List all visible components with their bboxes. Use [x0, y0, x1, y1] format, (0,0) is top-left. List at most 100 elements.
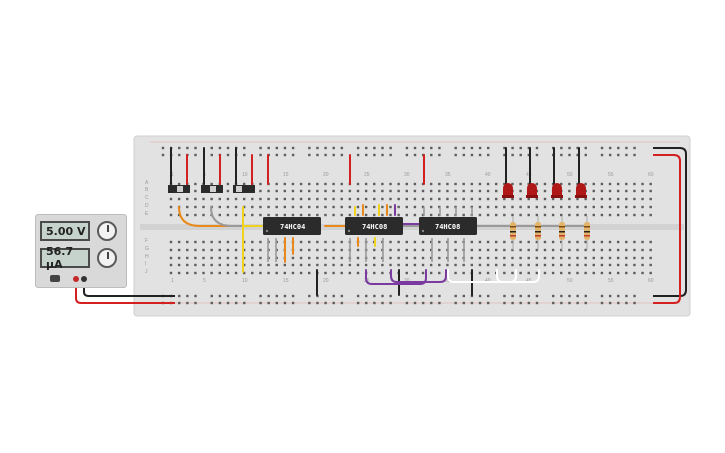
breadboard-hole[interactable]	[291, 213, 295, 217]
breadboard-hole[interactable]	[633, 248, 636, 252]
breadboard-hole[interactable]	[551, 205, 555, 209]
breadboard-hole[interactable]	[543, 240, 547, 244]
breadboard-hole[interactable]	[649, 248, 652, 252]
breadboard-hole[interactable]	[438, 248, 441, 252]
breadboard-hole[interactable]	[478, 271, 482, 275]
rail-hole[interactable]	[511, 153, 514, 157]
breadboard-hole[interactable]	[576, 271, 579, 275]
breadboard-hole[interactable]	[543, 213, 547, 217]
breadboard-hole[interactable]	[194, 271, 197, 275]
breadboard-hole[interactable]	[259, 197, 262, 201]
rail-hole[interactable]	[454, 301, 457, 305]
breadboard-hole[interactable]	[356, 182, 360, 186]
rail-hole[interactable]	[527, 301, 531, 305]
breadboard-hole[interactable]	[486, 205, 490, 209]
rail-hole[interactable]	[356, 301, 360, 305]
breadboard-hole[interactable]	[454, 263, 457, 267]
breadboard-hole[interactable]	[503, 197, 506, 201]
breadboard-hole[interactable]	[454, 248, 457, 252]
breadboard-hole[interactable]	[364, 213, 368, 217]
breadboard-hole[interactable]	[299, 256, 303, 260]
breadboard-hole[interactable]	[177, 182, 181, 186]
breadboard-hole[interactable]	[543, 263, 547, 267]
breadboard-hole[interactable]	[324, 240, 327, 244]
rail-hole[interactable]	[584, 153, 587, 157]
rail-hole[interactable]	[511, 301, 514, 305]
breadboard-hole[interactable]	[649, 256, 652, 260]
breadboard-hole[interactable]	[560, 182, 563, 186]
breadboard-hole[interactable]	[641, 205, 644, 209]
breadboard-hole[interactable]	[373, 248, 376, 252]
breadboard-hole[interactable]	[234, 240, 238, 244]
breadboard-hole[interactable]	[283, 271, 287, 275]
breadboard-hole[interactable]	[202, 263, 205, 267]
breadboard-hole[interactable]	[259, 240, 262, 244]
breadboard-hole[interactable]	[584, 263, 587, 267]
breadboard-hole[interactable]	[283, 189, 287, 193]
breadboard-hole[interactable]	[226, 197, 230, 201]
rail-hole[interactable]	[234, 301, 238, 305]
breadboard-hole[interactable]	[308, 256, 311, 260]
rail-hole[interactable]	[470, 294, 474, 298]
breadboard-hole[interactable]	[511, 256, 514, 260]
breadboard-hole[interactable]	[616, 240, 620, 244]
breadboard-hole[interactable]	[495, 189, 498, 193]
breadboard-hole[interactable]	[332, 205, 335, 209]
breadboard-hole[interactable]	[218, 248, 221, 252]
breadboard-hole[interactable]	[340, 263, 343, 267]
rail-hole[interactable]	[478, 146, 482, 150]
breadboard-hole[interactable]	[462, 205, 465, 209]
breadboard-hole[interactable]	[251, 205, 254, 209]
breadboard-hole[interactable]	[592, 205, 595, 209]
breadboard-hole[interactable]	[218, 205, 221, 209]
breadboard-hole[interactable]	[373, 263, 376, 267]
breadboard-hole[interactable]	[551, 240, 555, 244]
breadboard-hole[interactable]	[332, 240, 335, 244]
breadboard-hole[interactable]	[397, 256, 400, 260]
breadboard-hole[interactable]	[324, 271, 327, 275]
rail-hole[interactable]	[291, 301, 295, 305]
rail-hole[interactable]	[316, 146, 319, 150]
breadboard-hole[interactable]	[348, 213, 352, 217]
breadboard-hole[interactable]	[625, 256, 628, 260]
breadboard-hole[interactable]	[389, 263, 392, 267]
breadboard-hole[interactable]	[226, 213, 230, 217]
breadboard-hole[interactable]	[446, 263, 449, 267]
breadboard-hole[interactable]	[438, 182, 441, 186]
rail-hole[interactable]	[365, 294, 368, 298]
breadboard-hole[interactable]	[348, 189, 352, 193]
breadboard-hole[interactable]	[641, 182, 644, 186]
breadboard-hole[interactable]	[405, 189, 408, 193]
breadboard-hole[interactable]	[210, 248, 213, 252]
breadboard-hole[interactable]	[616, 263, 620, 267]
breadboard-hole[interactable]	[259, 189, 262, 193]
rail-hole[interactable]	[617, 301, 620, 305]
rail-hole[interactable]	[381, 153, 384, 157]
slide-switch[interactable]	[201, 185, 223, 193]
breadboard-hole[interactable]	[454, 256, 457, 260]
breadboard-hole[interactable]	[405, 271, 408, 275]
breadboard-hole[interactable]	[242, 256, 246, 260]
breadboard-hole[interactable]	[633, 189, 636, 193]
rail-hole[interactable]	[259, 294, 262, 298]
rail-hole[interactable]	[470, 153, 474, 157]
breadboard-hole[interactable]	[397, 263, 400, 267]
rail-hole[interactable]	[267, 146, 270, 150]
rail-hole[interactable]	[389, 146, 392, 150]
rail-hole[interactable]	[210, 146, 213, 150]
breadboard-hole[interactable]	[283, 263, 287, 267]
breadboard-hole[interactable]	[364, 182, 368, 186]
breadboard-hole[interactable]	[324, 189, 327, 193]
rail-hole[interactable]	[511, 146, 514, 150]
breadboard-hole[interactable]	[608, 256, 612, 260]
rail-hole[interactable]	[438, 301, 441, 305]
rail-hole[interactable]	[552, 301, 555, 305]
breadboard-hole[interactable]	[177, 248, 181, 252]
breadboard-hole[interactable]	[600, 256, 604, 260]
rail-hole[interactable]	[503, 301, 506, 305]
breadboard-hole[interactable]	[194, 197, 197, 201]
breadboard-hole[interactable]	[364, 189, 368, 193]
breadboard-hole[interactable]	[316, 248, 319, 252]
breadboard-hole[interactable]	[495, 197, 498, 201]
breadboard-hole[interactable]	[649, 213, 652, 217]
